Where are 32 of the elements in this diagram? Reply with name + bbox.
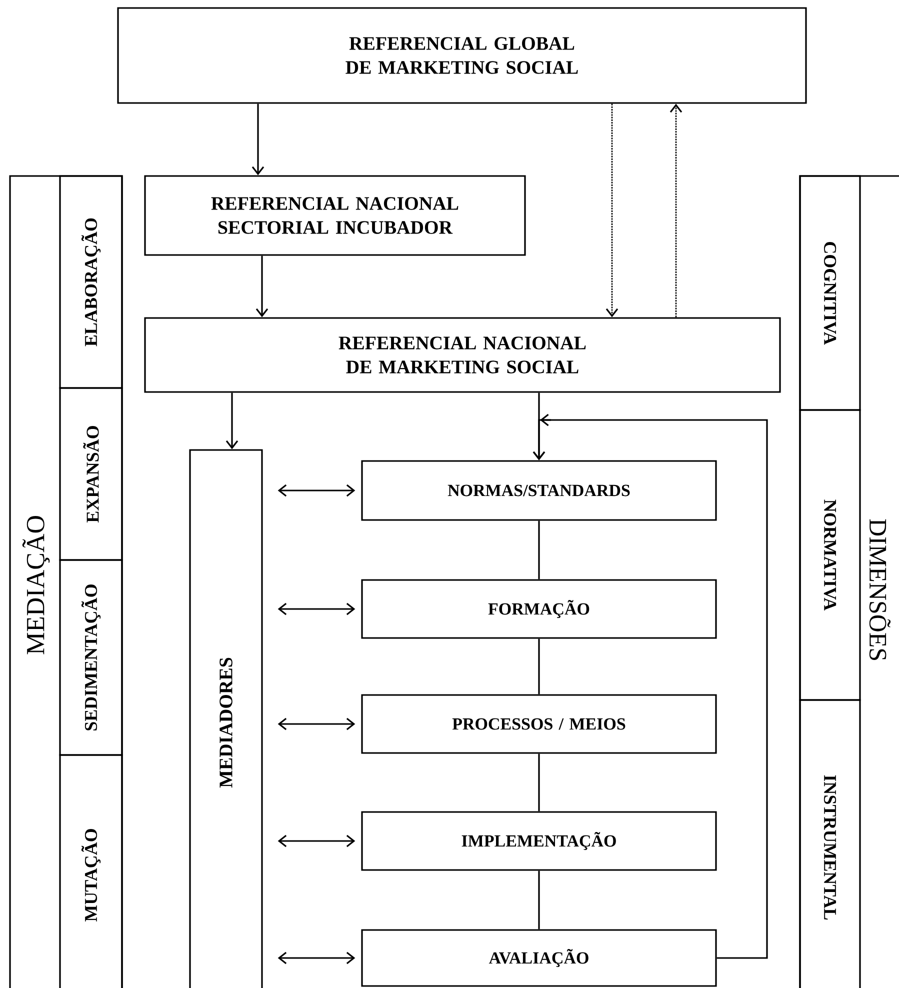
arrow [606,104,618,318]
connector-line [538,870,540,930]
process-box: IMPLEMENTAÇÃO [361,811,717,871]
connector-line [538,520,540,580]
double-arrow [278,718,356,730]
double-arrow [278,484,356,497]
band-cell: EXPANSÃO [59,387,123,561]
process-box: FORMAÇÃO [361,579,717,639]
process-box: PROCESSOS / MEIOS [361,694,717,754]
band-cell: INSTRUMENTAL [799,699,861,988]
column-box: MEDIADORES [189,449,263,988]
double-arrow [278,602,356,616]
band-cell: NORMATIVA [799,409,861,701]
connector-line [538,638,540,694]
arrow [226,392,238,450]
process-box: NORMAS/STANDARDS [361,460,717,521]
node-label: DIMENSÕES [869,519,891,660]
process-box: REFERENCIAL GLOBAL DE MARKETING SOCIAL [117,7,807,104]
double-arrow [278,952,356,964]
connector-line [538,754,540,812]
double-arrow [278,834,356,848]
process-box: REFERENCIAL NACIONAL DE MARKETING SOCIAL [144,317,781,393]
band-cell: SEDIMENTAÇÃO [59,559,123,756]
band-cell: ELABORAÇÃO [59,175,123,389]
arrow [256,256,268,318]
feedback-arrow [532,414,768,959]
arrow [252,104,264,176]
band-cell: COGNITIVA [799,175,861,411]
arrow [670,104,682,318]
process-box: REFERENCIAL NACIONAL SECTORIAL INCUBADOR [144,175,526,256]
process-box: AVALIAÇÃO [361,929,717,987]
band-cell: MUTAÇÃO [59,754,123,988]
